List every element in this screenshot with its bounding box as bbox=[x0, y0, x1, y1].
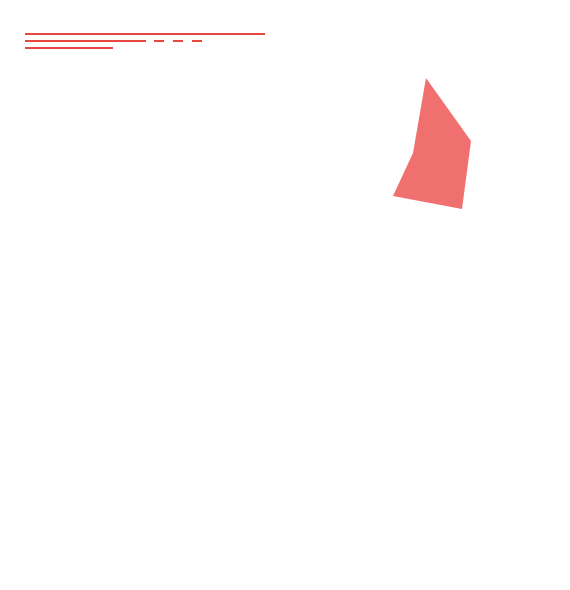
decorative-lines bbox=[25, 33, 265, 49]
polygon-shape bbox=[393, 78, 471, 209]
